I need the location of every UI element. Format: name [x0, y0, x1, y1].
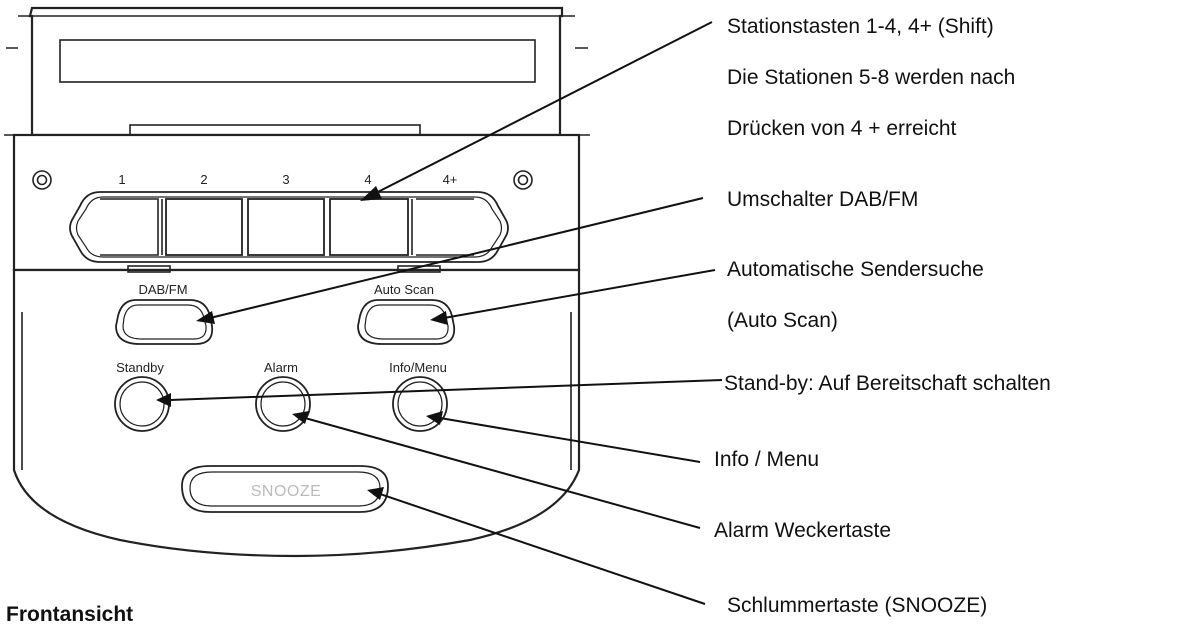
alarm-label: Alarm: [264, 360, 298, 375]
leader-snooze: [379, 493, 706, 605]
callout-auto-scan-line2: (Auto Scan): [727, 309, 838, 332]
callout-info-menu: Info / Menu: [714, 448, 819, 471]
display-housing: [6, 6, 588, 140]
display-window: [59, 39, 536, 83]
preset-button-4[interactable]: [329, 198, 409, 256]
leader-standby: [169, 379, 723, 401]
preset-button-3[interactable]: [247, 198, 325, 256]
alarm-button[interactable]: Alarm: [255, 360, 311, 432]
preset-panel: 1 2 3 4 4+: [4, 133, 590, 272]
preset-label-2: 2: [200, 172, 207, 187]
screw-right: [513, 170, 533, 190]
leader-lines: [156, 21, 723, 605]
preset-label-1: 1: [118, 172, 125, 187]
leader-alarm: [304, 417, 701, 529]
preset-button-2[interactable]: [165, 198, 243, 256]
standby-label: Standby: [116, 360, 164, 375]
preset-label-4plus: 4+: [443, 172, 458, 187]
callout-alarm: Alarm Weckertaste: [714, 519, 891, 542]
info-menu-label: Info/Menu: [389, 360, 447, 375]
callout-standby: Stand-by: Auf Bereitschaft schalten: [724, 372, 1051, 395]
leader-info-menu: [439, 417, 701, 463]
preset-button-1[interactable]: [100, 198, 159, 256]
dab-fm-label: DAB/FM: [138, 282, 187, 297]
leader-presets: [371, 21, 713, 196]
callout-presets-line1: Stationstasten 1-4, 4+ (Shift): [727, 15, 994, 38]
callout-presets-line3: Drücken von 4 + erreicht: [727, 117, 957, 140]
screw-left: [32, 170, 52, 190]
preset-label-3: 3: [282, 172, 289, 187]
auto-scan-label: Auto Scan: [374, 282, 434, 297]
callout-presets-line2: Die Stationen 5-8 werden nach: [727, 66, 1015, 89]
dab-fm-button[interactable]: DAB/FM: [115, 282, 214, 345]
callout-auto-scan-line1: Automatische Sendersuche: [727, 258, 984, 281]
callouts: Stationstasten 1-4, 4+ (Shift) Die Stati…: [714, 15, 1051, 617]
snooze-label: SNOOZE: [251, 483, 322, 500]
standby-button[interactable]: Standby: [114, 360, 170, 432]
callout-dab-fm: Umschalter DAB/FM: [727, 188, 918, 211]
callout-snooze: Schlummertaste (SNOOZE): [727, 594, 987, 617]
leader-dab-fm: [209, 197, 704, 319]
snooze-button[interactable]: SNOOZE: [181, 465, 389, 513]
auto-scan-button[interactable]: Auto Scan: [357, 282, 456, 345]
figure-caption: Frontansicht: [6, 603, 133, 626]
preset-button-4plus[interactable]: [416, 198, 474, 256]
preset-label-4: 4: [364, 172, 371, 187]
leader-auto-scan: [443, 269, 716, 319]
